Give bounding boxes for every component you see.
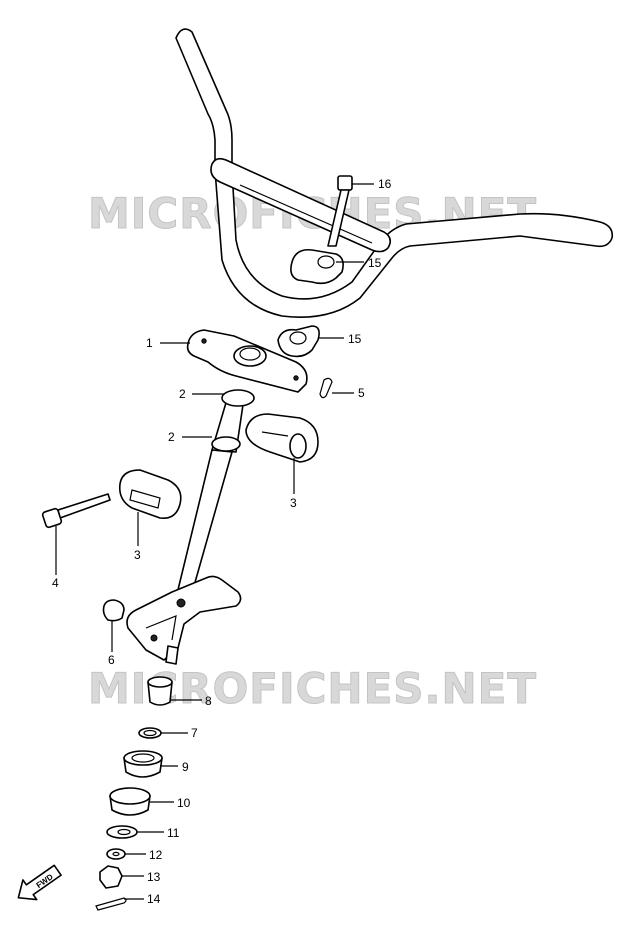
bolt-16 (327, 175, 353, 247)
callout-10: 10 (177, 796, 191, 810)
callout-12: 12 (149, 848, 163, 862)
o-ring-7 (138, 727, 162, 739)
callout-3-left: 3 (134, 548, 141, 562)
steering-stem-upper-bracket-1 (186, 329, 308, 393)
callout-11: 11 (167, 826, 180, 840)
callout-15-upper: 15 (368, 256, 382, 270)
washer-12 (106, 848, 126, 860)
bolt-4 (41, 493, 111, 529)
fwd-arrow: FWD (17, 864, 62, 901)
callout-3-right: 3 (290, 496, 297, 510)
callout-2-upper: 2 (179, 387, 186, 401)
callout-13: 13 (147, 870, 161, 884)
bearing-10 (109, 787, 151, 816)
callout-2-lower: 2 (168, 430, 175, 444)
callout-1: 1 (146, 336, 153, 350)
bushing-8 (147, 676, 173, 706)
seal-9 (123, 750, 163, 778)
callout-16: 16 (378, 177, 392, 191)
callout-4: 4 (52, 576, 59, 590)
handlebar (175, 28, 614, 318)
nut-13 (99, 865, 123, 889)
cotter-pin-5 (319, 377, 333, 399)
callout-14: 14 (147, 892, 161, 906)
callout-5: 5 (358, 386, 365, 400)
steering-shaft-holder-3a (245, 413, 319, 463)
washer-11 (106, 825, 138, 839)
handlebar-lower-holder-15b (277, 325, 320, 358)
steering-shaft (175, 389, 255, 601)
callout-15-lower: 15 (348, 332, 362, 346)
handlebar-upper-holder-15a (290, 248, 344, 285)
grommet-6 (102, 599, 125, 622)
steering-shaft-holder-3b (118, 469, 182, 520)
leader-lines (55, 183, 374, 900)
callout-8: 8 (205, 694, 212, 708)
callout-6: 6 (108, 653, 115, 667)
cotter-pin-14 (95, 897, 127, 911)
callout-7: 7 (191, 726, 198, 740)
steering-shaft-lower-arm (126, 575, 242, 665)
callout-9: 9 (182, 760, 189, 774)
